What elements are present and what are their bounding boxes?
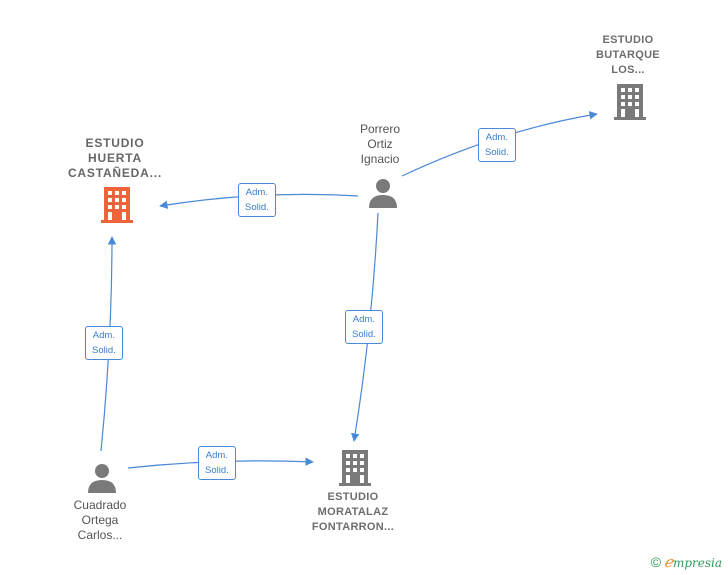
edge-label-porrero-huerta: Adm. Solid. <box>238 183 276 217</box>
person-icon[interactable] <box>368 178 398 208</box>
person-icon[interactable] <box>87 463 117 493</box>
building-icon[interactable] <box>339 450 371 486</box>
edge-label-cuadrado-moratalaz: Adm. Solid. <box>198 446 236 480</box>
edge-label-porrero-butarque: Adm. Solid. <box>478 128 516 162</box>
node-label-moratalaz[interactable]: ESTUDIO MORATALAZ FONTARRON... <box>311 491 395 533</box>
brand-logo[interactable]: ©ℯmpresia <box>651 553 722 571</box>
building-icon[interactable] <box>614 84 646 120</box>
node-label-huerta[interactable]: ESTUDIO HUERTA CASTAÑEDA... <box>67 136 163 180</box>
edge-label-cuadrado-huerta: Adm. Solid. <box>85 326 123 360</box>
copyright-icon: © <box>650 554 662 570</box>
brand-e: ℯ <box>664 553 673 571</box>
node-label-porrero[interactable]: Porrero Ortiz Ignacio <box>359 122 400 166</box>
node-label-butarque[interactable]: ESTUDIO BUTARQUE LOS... <box>596 34 660 76</box>
edge-label-porrero-moratalaz: Adm. Solid. <box>345 310 383 344</box>
brand-name: mpresia <box>672 556 722 570</box>
node-label-cuadrado[interactable]: Cuadrado Ortega Carlos... <box>73 498 127 542</box>
building-icon[interactable] <box>101 187 133 223</box>
